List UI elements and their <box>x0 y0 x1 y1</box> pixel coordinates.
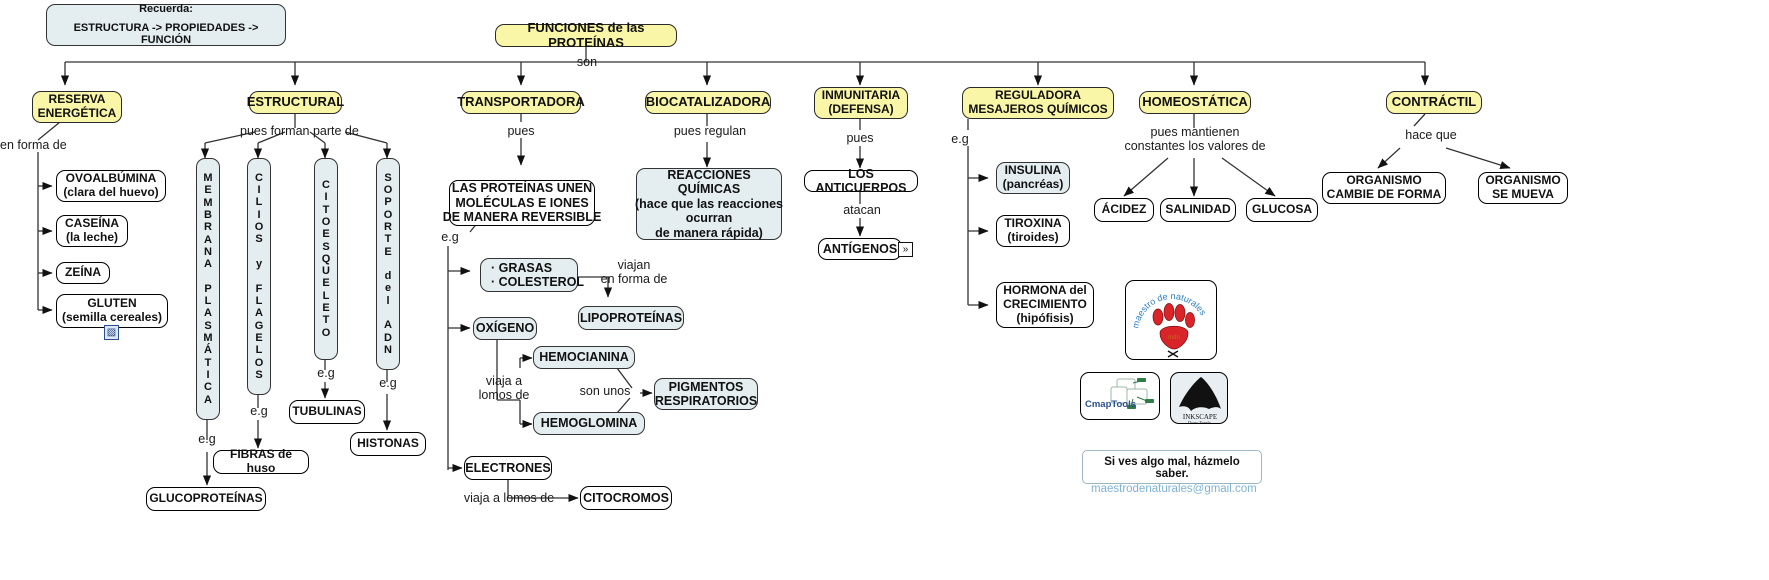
eg-cilios: e.g <box>250 404 268 418</box>
link-atacan: atacan <box>843 203 881 217</box>
node-fibras-de-huso[interactable]: FIBRAS de huso <box>213 447 309 475</box>
node-glucosa[interactable]: GLUCOSA <box>1246 198 1318 222</box>
link-viajan-en-forma-de: viajan en forma de <box>600 258 668 287</box>
feedback-email[interactable]: maestrodenaturales@gmail.com <box>1091 483 1257 495</box>
node-pigmentos-respiratorios[interactable]: PIGMENTOS RESPIRATORIOS <box>654 378 758 410</box>
node-los-anticuerpos[interactable]: LOS ANTICUERPOS <box>804 167 918 195</box>
svg-text:mdn: mdn <box>1168 335 1180 341</box>
node-electrones[interactable]: ELECTRONES <box>464 456 552 480</box>
link-en-forma-de: en forma de <box>0 138 67 152</box>
feedback-message: Si ves algo mal, házmelo saber. <box>1104 456 1240 480</box>
node-tiroxina[interactable]: TIROXINA (tiroides) <box>996 215 1070 247</box>
link-inmunitaria-pues: pues <box>846 131 874 145</box>
node-estructural[interactable]: ESTRUCTURAL <box>247 91 344 114</box>
node-hormona-crecimiento[interactable]: HORMONA del CRECIMIENTO (hipófisis) <box>996 282 1094 328</box>
link-transportadora-pues: pues <box>507 124 535 138</box>
maestro-de-naturales-logo[interactable]: maestro de naturales mdn <box>1125 280 1217 360</box>
svg-text:Draw Freely.: Draw Freely. <box>1188 420 1212 424</box>
recuerda-line2: ESTRUCTURA -> PROPIEDADES -> FUNCIÓN <box>73 21 259 47</box>
node-biocatalizadora[interactable]: BIOCATALIZADORA <box>645 91 771 114</box>
eg-reguladora: e.g <box>951 132 969 146</box>
node-grasas-colesterol[interactable]: · GRASAS · COLESTEROL <box>480 258 584 292</box>
node-glucoproteinas[interactable]: GLUCOPROTEÍNAS <box>146 487 266 511</box>
link-viaja-a-lomos-de-2: viaja a lomos de <box>463 491 555 505</box>
feedback-box[interactable]: Si ves algo mal, házmelo saber. maestrod… <box>1082 450 1262 495</box>
recuerda-box: Recuerda: ESTRUCTURA -> PROPIEDADES -> F… <box>46 3 286 47</box>
node-gluten[interactable]: GLUTEN (semilla cereales) <box>56 294 168 328</box>
node-hemoglomina[interactable]: HEMOGLOMINA <box>533 412 645 435</box>
eg-soporte: e.g <box>379 376 397 390</box>
node-reguladora[interactable]: REGULADORA MESAJEROS QUÍMICOS <box>962 87 1114 119</box>
double-chevron-icon[interactable]: » <box>898 242 913 257</box>
link-son-unos: son unos <box>579 384 631 398</box>
node-proteinas-unen[interactable]: LAS PROTEÍNAS UNEN MOLÉCULAS E IONES DE … <box>442 180 602 226</box>
node-tubulinas[interactable]: TUBULINAS <box>289 400 365 424</box>
cmaptools-logo[interactable]: CmapTools <box>1080 372 1160 420</box>
recuerda-line1: Recuerda: <box>139 3 193 16</box>
node-caseina[interactable]: CASEÍNA (la leche) <box>56 215 128 247</box>
eg-transportadora: e.g <box>441 230 459 244</box>
cmaptools-logo-svg: CmapTools <box>1085 378 1154 410</box>
node-transportadora[interactable]: TRANSPORTADORA <box>457 91 585 114</box>
node-antigenos[interactable]: ANTÍGENOS <box>818 238 902 260</box>
link-hace-que: hace que <box>1405 128 1457 142</box>
node-ovoalbumina[interactable]: OVOALBÚMINA (clara del huevo) <box>56 170 166 202</box>
node-acidez[interactable]: ÁCIDEZ <box>1094 198 1154 222</box>
paw-logo-svg: maestro de naturales mdn <box>1130 291 1209 358</box>
node-oxigeno[interactable]: OXÍGENO <box>473 317 537 340</box>
link-pues-forman-parte-de: pues forman parte de <box>240 124 359 138</box>
link-pues-mantienen: pues mantienen constantes los valores de <box>1124 125 1266 154</box>
node-lipoproteinas[interactable]: LIPOPROTEÍNAS <box>578 306 684 330</box>
inkscape-logo-svg: INKSCAPE Draw Freely. <box>1179 377 1221 424</box>
node-hemocianina[interactable]: HEMOCIANINA <box>533 346 635 369</box>
link-pues-regulan: pues regulan <box>673 124 747 138</box>
inkscape-logo[interactable]: INKSCAPE Draw Freely. <box>1170 372 1228 424</box>
node-salinidad[interactable]: SALINIDAD <box>1160 198 1236 222</box>
node-contractil[interactable]: CONTRÁCTIL <box>1386 91 1482 114</box>
eg-membrana: e.g <box>198 432 216 446</box>
node-reacciones-quimicas[interactable]: REACCIONES QUÍMICAS (hace que las reacci… <box>635 168 783 240</box>
svg-text:INKSCAPE: INKSCAPE <box>1183 413 1217 421</box>
link-son: son <box>576 55 598 69</box>
node-organismo-se-mueva[interactable]: ORGANISMO SE MUEVA <box>1478 172 1568 204</box>
link-viaja-a-lomos-de: viaja a lomos de <box>478 374 530 403</box>
svg-text:CmapTools: CmapTools <box>1085 399 1136 410</box>
node-citocromos[interactable]: CITOCROMOS <box>580 486 672 510</box>
node-organismo-cambie-forma[interactable]: ORGANISMO CAMBIE DE FORMA <box>1322 172 1446 204</box>
node-homeostatica[interactable]: HOMEOSTÁTICA <box>1139 91 1251 114</box>
eg-citoesqueleto: e.g <box>317 366 335 380</box>
node-histonas[interactable]: HISTONAS <box>350 432 426 456</box>
node-inmunitaria[interactable]: INMUNITARIA (DEFENSA) <box>814 87 908 119</box>
root-node-funciones[interactable]: FUNCIONES de las PROTEÍNAS <box>495 20 677 49</box>
node-insulina[interactable]: INSULINA (pancréas) <box>996 162 1070 194</box>
image-icon[interactable]: ▨ <box>104 325 119 340</box>
node-reserva-energetica[interactable]: RESERVA ENERGÉTICA <box>32 91 122 123</box>
node-zeina[interactable]: ZEÍNA <box>56 262 110 284</box>
